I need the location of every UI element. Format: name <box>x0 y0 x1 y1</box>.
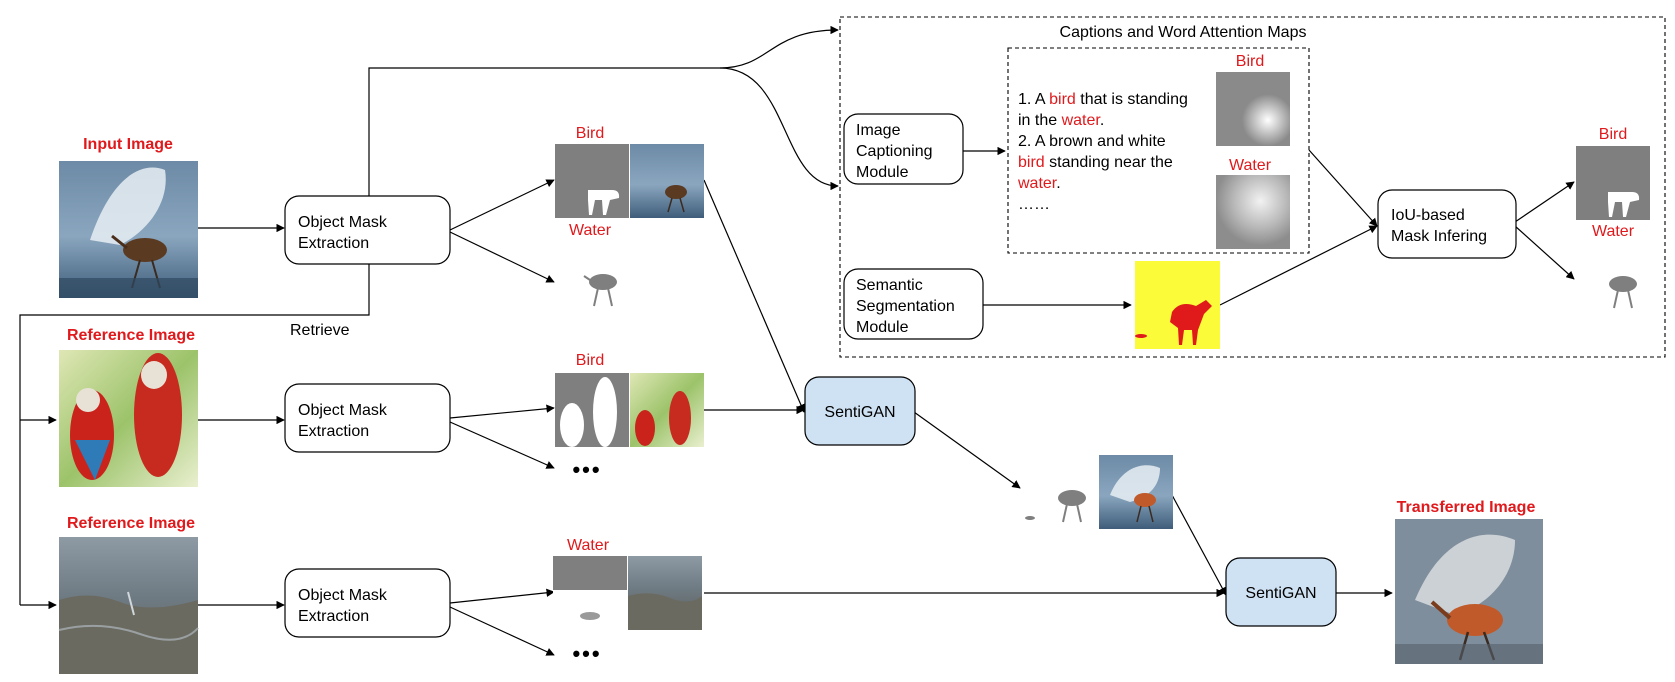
output-bird-mask <box>1576 146 1650 220</box>
svg-text:Extraction: Extraction <box>298 423 369 440</box>
top-bird-mask <box>555 144 629 218</box>
svg-text:bird standing near the: bird standing near the <box>1018 154 1173 171</box>
svg-text:SentiGAN: SentiGAN <box>1245 585 1316 602</box>
svg-text:2. A brown and white: 2. A brown and white <box>1018 133 1166 150</box>
image-captioning-module: Image Captioning Module <box>843 113 964 185</box>
reference-image-label-2: Reference Image <box>67 515 195 532</box>
attention-water-label: Water <box>1229 157 1272 174</box>
mid-bird-mask-label: Bird <box>576 352 604 369</box>
sentigan-module-2: SentiGAN <box>1225 557 1337 627</box>
segmentation-map <box>1135 261 1220 349</box>
top-bird-photo <box>630 144 704 218</box>
reference-image-1 <box>59 350 198 487</box>
sentigan-module-1: SentiGAN <box>804 376 916 446</box>
svg-text:Captioning: Captioning <box>856 143 933 160</box>
svg-text:Segmentation: Segmentation <box>856 298 955 315</box>
object-mask-extraction-mid: Object Mask Extraction <box>284 383 451 453</box>
svg-text:Module: Module <box>856 164 909 181</box>
svg-text:Mask Infering: Mask Infering <box>1391 228 1487 245</box>
svg-text:Image: Image <box>856 122 901 139</box>
intermediate-transferred-photo <box>1099 455 1173 529</box>
mid-bird-mask <box>555 373 629 447</box>
bot-water-mask-label: Water <box>567 537 610 554</box>
output-water-mask <box>1576 240 1650 312</box>
semantic-segmentation-module: Semantic Segmentation Module <box>843 268 984 340</box>
svg-text:Module: Module <box>856 319 909 336</box>
captions-title: Captions and Word Attention Maps <box>1060 24 1307 41</box>
mid-more-masks-ellipsis: ••• <box>572 457 601 482</box>
transferred-image <box>1395 519 1543 664</box>
bot-water-mask <box>553 556 627 630</box>
svg-text:Object Mask: Object Mask <box>298 402 388 419</box>
mid-bird-photo <box>630 373 704 447</box>
caption-text: 1. A bird that is standing in the water.… <box>1017 91 1188 213</box>
svg-text:……: …… <box>1018 196 1050 213</box>
svg-text:in the water.: in the water. <box>1018 112 1104 129</box>
connectors <box>19 25 1575 656</box>
object-mask-extraction-top: Object Mask Extraction <box>284 195 451 265</box>
attention-map-water <box>1216 175 1290 249</box>
intermediate-water-mask <box>1024 455 1098 529</box>
attention-container <box>1007 47 1310 254</box>
output-water-mask-label: Water <box>1592 223 1635 240</box>
top-water-mask <box>555 238 629 310</box>
bot-more-masks-ellipsis: ••• <box>572 641 601 666</box>
svg-text:Object Mask: Object Mask <box>298 587 388 604</box>
input-image <box>59 161 198 298</box>
bot-water-photo <box>628 556 702 630</box>
top-water-mask-label: Water <box>569 222 612 239</box>
captions-container <box>839 16 1666 358</box>
svg-text:water.: water. <box>1017 175 1061 192</box>
retrieve-label: Retrieve <box>290 322 350 339</box>
output-bird-mask-label: Bird <box>1599 126 1627 143</box>
transferred-image-label: Transferred Image <box>1397 499 1536 516</box>
attention-bird-label: Bird <box>1236 53 1264 70</box>
svg-text:1. A bird that is standing: 1. A bird that is standing <box>1018 91 1188 108</box>
svg-text:IoU-based: IoU-based <box>1391 207 1465 224</box>
object-mask-extraction-bot: Object Mask Extraction <box>284 568 451 638</box>
svg-text:Semantic: Semantic <box>856 277 923 294</box>
iou-mask-infering-module: IoU-based Mask Infering <box>1377 189 1517 259</box>
attention-map-bird <box>1216 72 1290 146</box>
svg-text:SentiGAN: SentiGAN <box>824 404 895 421</box>
svg-text:Extraction: Extraction <box>298 608 369 625</box>
reference-image-label-1: Reference Image <box>67 327 195 344</box>
input-image-label: Input Image <box>83 136 173 153</box>
svg-text:Extraction: Extraction <box>298 235 369 252</box>
reference-image-2 <box>58 537 199 674</box>
top-bird-mask-label: Bird <box>576 125 604 142</box>
svg-text:Object Mask: Object Mask <box>298 214 388 231</box>
